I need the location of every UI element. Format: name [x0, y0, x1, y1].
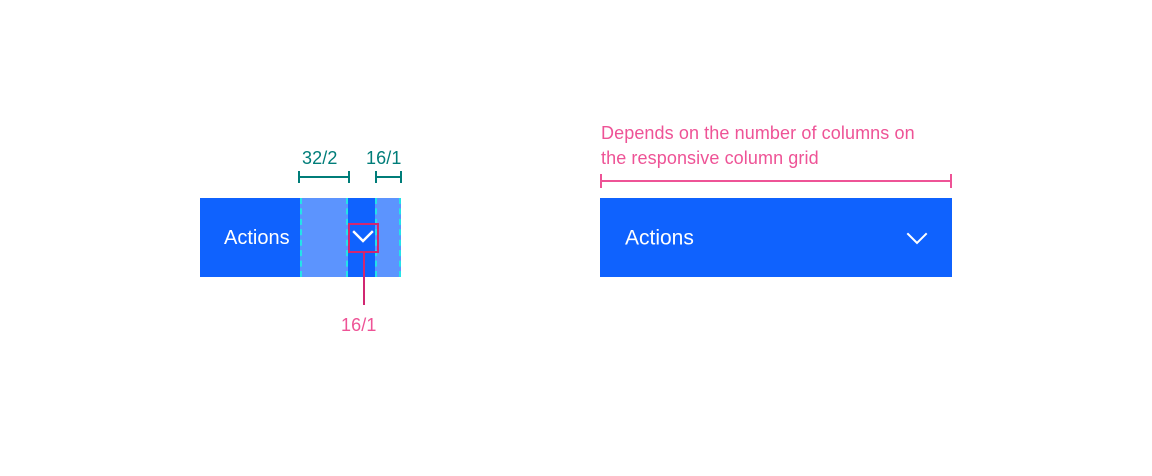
dimension-line: [298, 176, 350, 178]
example-actions-button[interactable]: Actions: [600, 198, 952, 277]
spec-actions-button-label: Actions: [224, 226, 290, 249]
example-actions-button-label: Actions: [625, 226, 694, 249]
dimension-line: [375, 176, 402, 178]
spec-measure-label-32-2: 32/2: [302, 148, 338, 168]
example-chevron-wrap: [906, 227, 928, 249]
spec-measure-label-16-1-chevron: 16/1: [341, 315, 377, 335]
spec-measure-label-16-1-right: 16/1: [366, 148, 402, 168]
spacing-overlay-16-right: [375, 198, 401, 277]
example-width-dimension-rule: [600, 174, 952, 188]
dimension-cap-right: [400, 171, 402, 183]
spacing-overlay-32: [300, 198, 348, 277]
chevron-down-icon: [906, 232, 928, 244]
dimension-cap-right: [348, 171, 350, 183]
spec-actions-button[interactable]: Actions: [200, 198, 401, 277]
spec-leader-line: [363, 253, 365, 305]
spec-dimension-rule-32-2: [298, 171, 350, 183]
chevron-down-icon: [352, 230, 374, 243]
dimension-line: [600, 180, 952, 182]
example-width-note-line-2: the responsive column grid: [601, 148, 819, 168]
dimension-cap-right: [950, 174, 952, 188]
spec-dimension-rule-16-1-right: [375, 171, 402, 183]
spec-chevron-highlight-box: [348, 223, 379, 253]
example-width-note-line-1: Depends on the number of columns on: [601, 123, 915, 143]
